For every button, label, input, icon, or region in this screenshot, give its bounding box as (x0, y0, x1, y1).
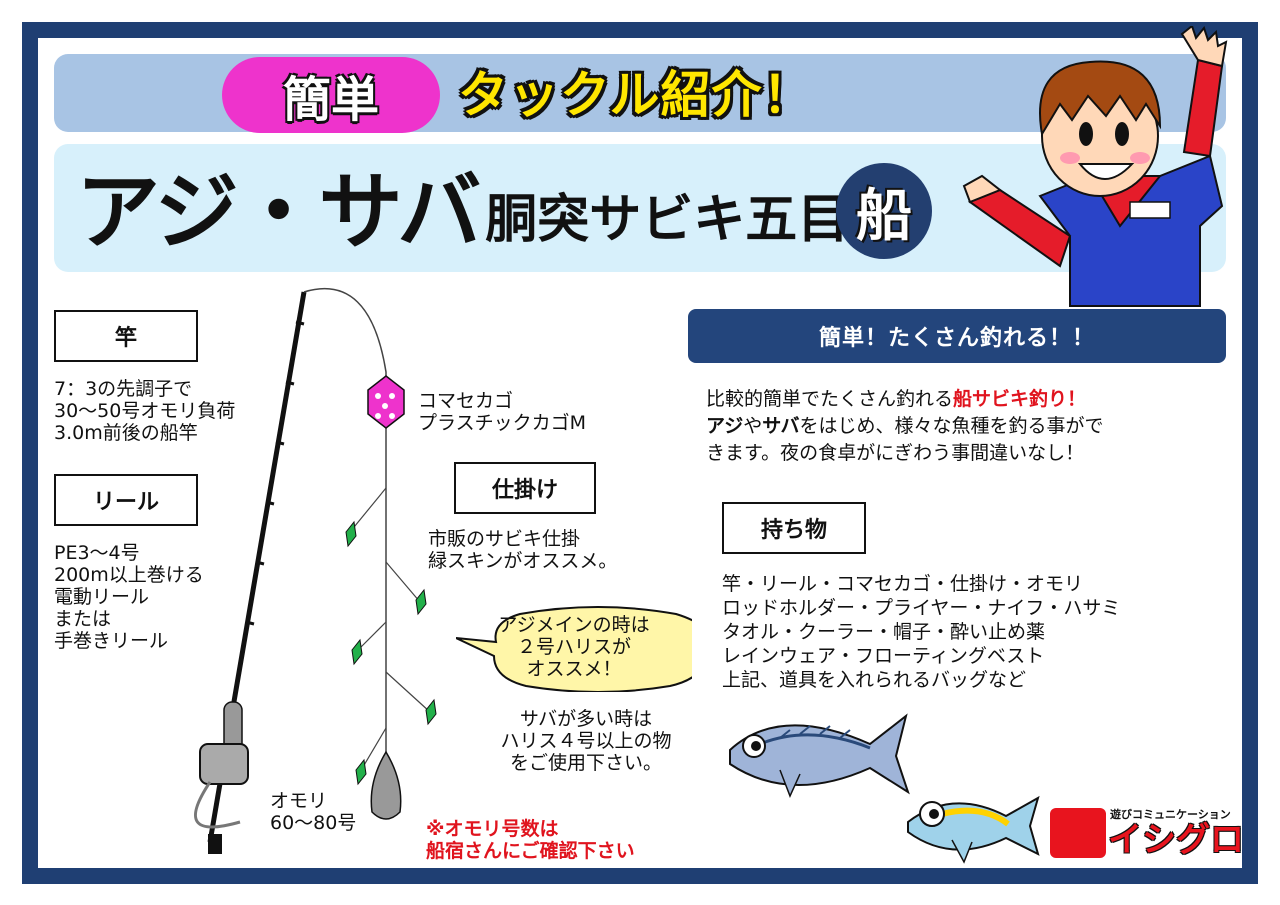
horse-mackerel-illustration (907, 795, 1040, 864)
boat-badge: 船 (836, 163, 932, 259)
speech-text: アジメインの時は ２号ハリスが オススメ！ (498, 614, 650, 680)
main-title: アジ・サバ 胴突サビキ五目 (76, 154, 849, 264)
intro-line2a: アジ (706, 415, 744, 437)
intro-header: 簡単！たくさん釣れる！！ (688, 309, 1226, 363)
main-title-method: 胴突サビキ五目 (485, 190, 850, 250)
ishiguro-logo-mark (1050, 808, 1106, 858)
omori-description: オモリ 60〜80号 (270, 790, 357, 834)
belongings-list: 竿・リール・コマセカゴ・仕掛け・オモリ ロッドホルダー・プライヤー・ナイフ・ハサ… (722, 573, 1121, 691)
shikake-description: 市販のサビキ仕掛 緑スキンがオススメ。 (428, 528, 618, 572)
reel-label: リール (54, 474, 198, 526)
mackerel-illustration (729, 713, 910, 798)
saba-note: サバが多い時は ハリス４号以上の物 をご使用下さい。 (500, 708, 672, 774)
logo-tagline: 遊びコミュニケーション (1110, 808, 1231, 821)
shikake-label: 仕掛け (454, 462, 596, 514)
intro-header-text: 簡単！たくさん釣れる！！ (818, 326, 1095, 351)
intro-line2c: サバ (762, 415, 800, 437)
rod-rig-illustration (193, 287, 437, 854)
intro-line2b: や (743, 415, 763, 437)
kantan-text: 簡単 (282, 72, 379, 128)
speech-bubble (456, 606, 692, 692)
main-title-fish: アジ・サバ (76, 163, 481, 261)
belongings-label: 持ち物 (722, 502, 866, 554)
intro-line2d: をはじめ、様々な魚種を釣る事がで (799, 415, 1104, 437)
intro-line1b: 船サビキ釣り！ (953, 388, 1087, 410)
intro-line3: きます。夜の食卓がにぎわう事間違いなし！ (706, 442, 1085, 464)
komase-description: コマセカゴ プラスチックカゴM (418, 390, 587, 434)
boat-badge-text: 船 (856, 183, 912, 249)
header-bar-main (54, 144, 1226, 272)
omori-warning: ※オモリ号数は 船宿さんにご確認下さい (426, 818, 635, 862)
tackle-title: タックル紹介！ (458, 66, 814, 124)
intro-line1a: 比較的簡単でたくさん釣れる (706, 388, 954, 410)
rod-label: 竿 (54, 310, 198, 362)
logo-name: イシグロ (1108, 820, 1244, 860)
reel-description: PE3〜4号 200m以上巻ける 電動リール または 手巻きリール (54, 542, 204, 652)
kantan-badge: 簡単 (222, 57, 440, 133)
intro-paragraph: 比較的簡単でたくさん釣れる船サビキ釣り！ アジやサバをはじめ、様々な魚種を釣る事… (706, 386, 1226, 467)
rod-description: 7：3の先調子で 30〜50号オモリ負荷 3.0m前後の船竿 (54, 378, 236, 444)
waving-character-illustration (962, 26, 1228, 307)
